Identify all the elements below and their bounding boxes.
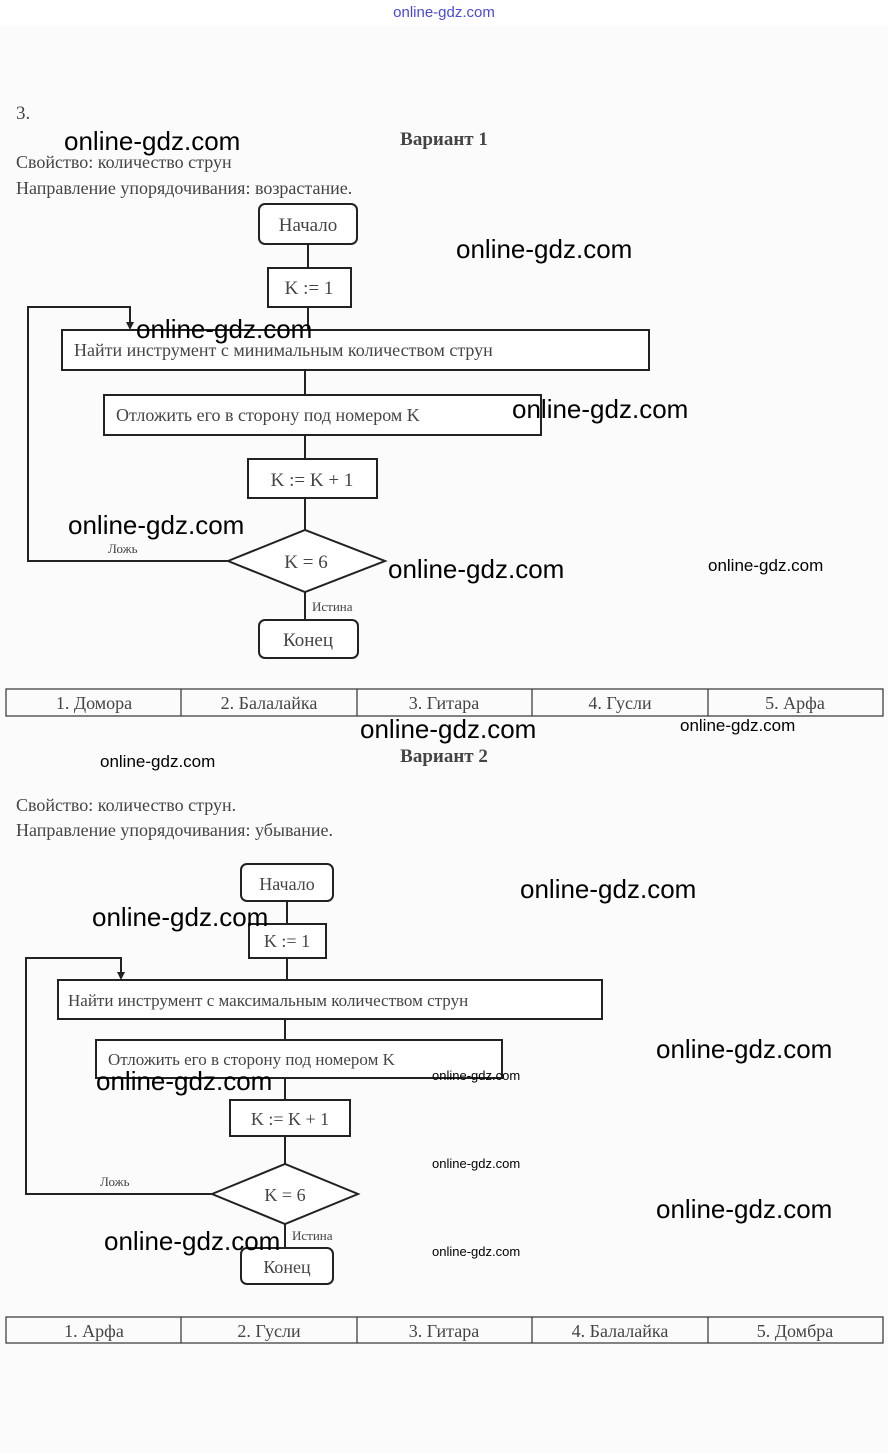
condition-block (209, 1162, 361, 1226)
watermark: online-gdz.com (136, 314, 312, 344)
watermark: online-gdz.com (680, 716, 795, 735)
page-background (0, 26, 888, 1453)
watermark: online-gdz.com (92, 902, 268, 932)
result-cell: 2. Балалайка (221, 693, 318, 713)
task-number: 3. (16, 103, 30, 124)
find-label: Найти инструмент с максимальным количест… (68, 991, 468, 1010)
result-cell: 4. Гусли (588, 693, 652, 713)
end-label: Конец (263, 1257, 311, 1277)
false-label: Ложь (108, 541, 138, 556)
condition-block (225, 528, 388, 594)
put-block (95, 1039, 503, 1079)
watermark: online-gdz.com (708, 556, 823, 575)
start-block (258, 203, 358, 245)
start-label: Начало (259, 874, 314, 894)
flow-lines (25, 901, 288, 1248)
result-cell: 4. Балалайка (572, 1321, 669, 1341)
end-block (240, 1247, 334, 1285)
watermark: online-gdz.com (360, 714, 536, 744)
result-cell: 1. Домора (56, 693, 132, 713)
watermark: online-gdz.com (432, 1244, 520, 1259)
find-block (57, 979, 603, 1020)
false-label: Ложь (100, 1174, 130, 1189)
end-block (258, 619, 359, 659)
watermarks: online-gdz.com online-gdz.com online-gdz… (64, 126, 832, 1259)
inc-block (247, 458, 378, 499)
true-label: Истина (292, 1228, 333, 1243)
result-cell: 2. Гусли (237, 1321, 301, 1341)
result-cell: 1. Арфа (64, 1321, 124, 1341)
variant2-direction: Направление упорядочивания: убывание. (16, 820, 333, 840)
flowchart-variant2: Начало K := 1 Найти инструмент с максима… (25, 863, 603, 1285)
find-label: Найти инструмент с минимальным количеств… (74, 340, 493, 360)
watermark: online-gdz.com (656, 1034, 832, 1064)
watermark: online-gdz.com (104, 1226, 280, 1256)
flow-lines (27, 244, 309, 620)
init-block (267, 267, 352, 308)
watermark: online-gdz.com (520, 874, 696, 904)
watermark: online-gdz.com (512, 394, 688, 424)
watermark: online-gdz.com (432, 1068, 520, 1083)
start-label: Начало (279, 215, 338, 236)
result-cell: 3. Гитара (409, 693, 479, 713)
variant1-title: Вариант 1 (400, 129, 488, 150)
init-label: K := 1 (285, 278, 334, 299)
put-label: Отложить его в сторону под номером K (116, 405, 420, 425)
watermark: online-gdz.com (656, 1194, 832, 1224)
condition-label: K = 6 (284, 552, 327, 573)
end-label: Конец (283, 630, 333, 651)
watermark: online-gdz.com (388, 554, 564, 584)
watermark: online-gdz.com (64, 126, 240, 156)
inc-block (229, 1099, 351, 1137)
variant1-property: Свойство: количество струн (16, 152, 232, 172)
condition-label: K = 6 (264, 1185, 305, 1205)
init-label: K := 1 (264, 931, 310, 951)
variant2-property: Свойство: количество струн. (16, 795, 236, 815)
init-block (248, 923, 327, 959)
watermark: online-gdz.com (456, 234, 632, 264)
watermark: online-gdz.com (432, 1156, 520, 1171)
put-block (103, 394, 542, 436)
result-cell: 5. Домбра (757, 1321, 833, 1341)
variant1-result-table: 1. Домора 2. Балалайка 3. Гитара 4. Гусл… (5, 688, 884, 717)
put-label: Отложить его в сторону под номером K (108, 1050, 396, 1069)
start-block (240, 863, 334, 902)
watermark: online-gdz.com (96, 1066, 272, 1096)
flowchart-variant1: Начало K := 1 Найти инструмент с минимал… (27, 203, 650, 659)
inc-label: K := K + 1 (271, 470, 354, 491)
result-cell: 5. Арфа (765, 693, 825, 713)
arrow-icon (126, 322, 134, 330)
variant1-direction: Направление упорядочивания: возрастание. (16, 178, 352, 198)
result-cell: 3. Гитара (409, 1321, 479, 1341)
find-block (61, 329, 650, 371)
arrow-icon (117, 972, 125, 980)
variant2-title: Вариант 2 (400, 746, 488, 767)
variant2-result-table: 1. Арфа 2. Гусли 3. Гитара 4. Балалайка … (5, 1316, 884, 1344)
site-header-link[interactable]: online-gdz.com (393, 4, 495, 21)
watermark: online-gdz.com (100, 752, 215, 771)
watermark: online-gdz.com (68, 510, 244, 540)
inc-label: K := K + 1 (251, 1109, 329, 1129)
true-label: Истина (312, 599, 353, 614)
